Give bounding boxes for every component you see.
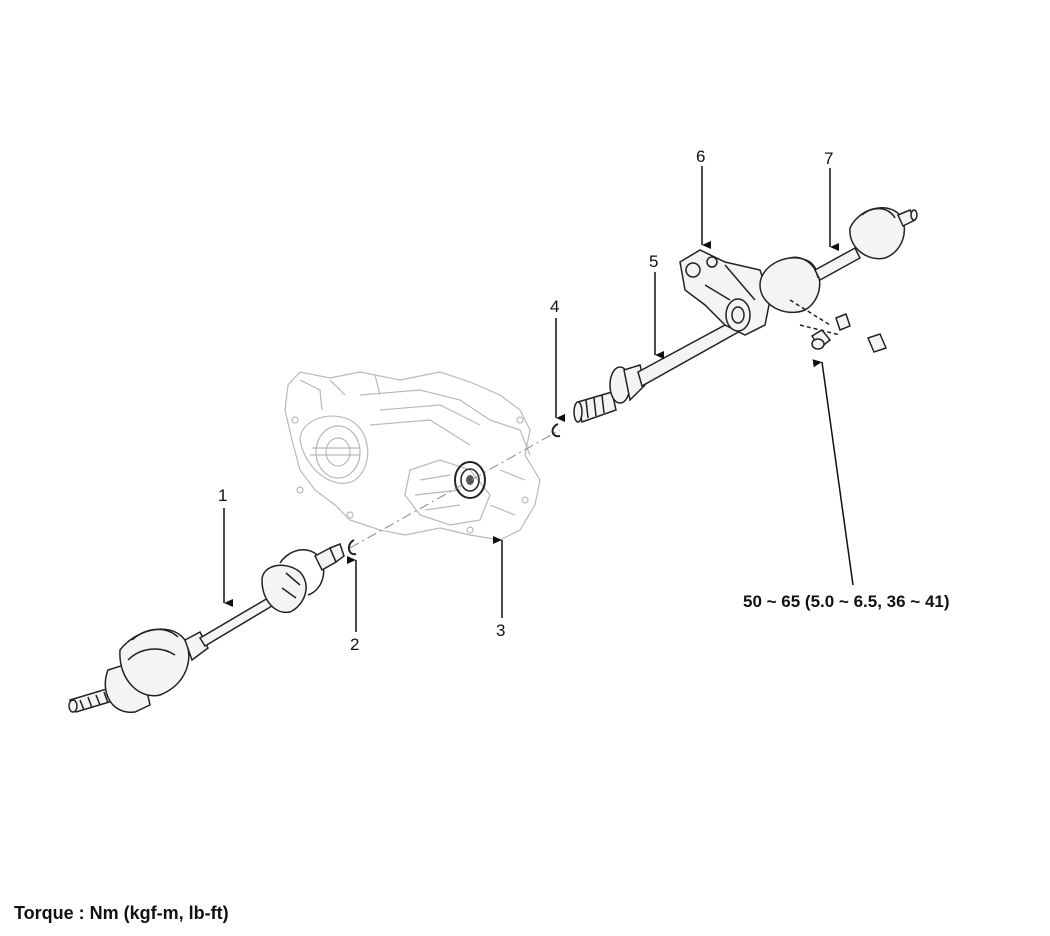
callout-2: 2	[350, 635, 360, 654]
leader-torque	[812, 359, 854, 586]
left-drive-shaft	[68, 543, 345, 713]
callout-6: 6	[696, 147, 706, 166]
circlip-2	[348, 539, 357, 556]
callout-1: 1	[218, 486, 228, 505]
intermediate-shaft	[573, 316, 743, 423]
torque-spec: 50 ~ 65 (5.0 ~ 6.5, 36 ~ 41)	[743, 592, 950, 611]
callout-3: 3	[496, 621, 506, 640]
right-drive-shaft	[759, 206, 918, 314]
transaxle-housing	[284, 371, 541, 541]
leader-lines	[223, 166, 854, 632]
callout-4: 4	[550, 297, 560, 316]
callout-5: 5	[649, 252, 659, 271]
oil-seal	[454, 461, 486, 499]
bolts	[789, 299, 888, 353]
callout-7: 7	[824, 149, 834, 168]
circlip-4	[551, 423, 561, 438]
centerline	[349, 429, 561, 549]
torque-legend: Torque : Nm (kgf-m, lb-ft)	[14, 903, 229, 923]
bearing-bracket	[679, 249, 771, 336]
